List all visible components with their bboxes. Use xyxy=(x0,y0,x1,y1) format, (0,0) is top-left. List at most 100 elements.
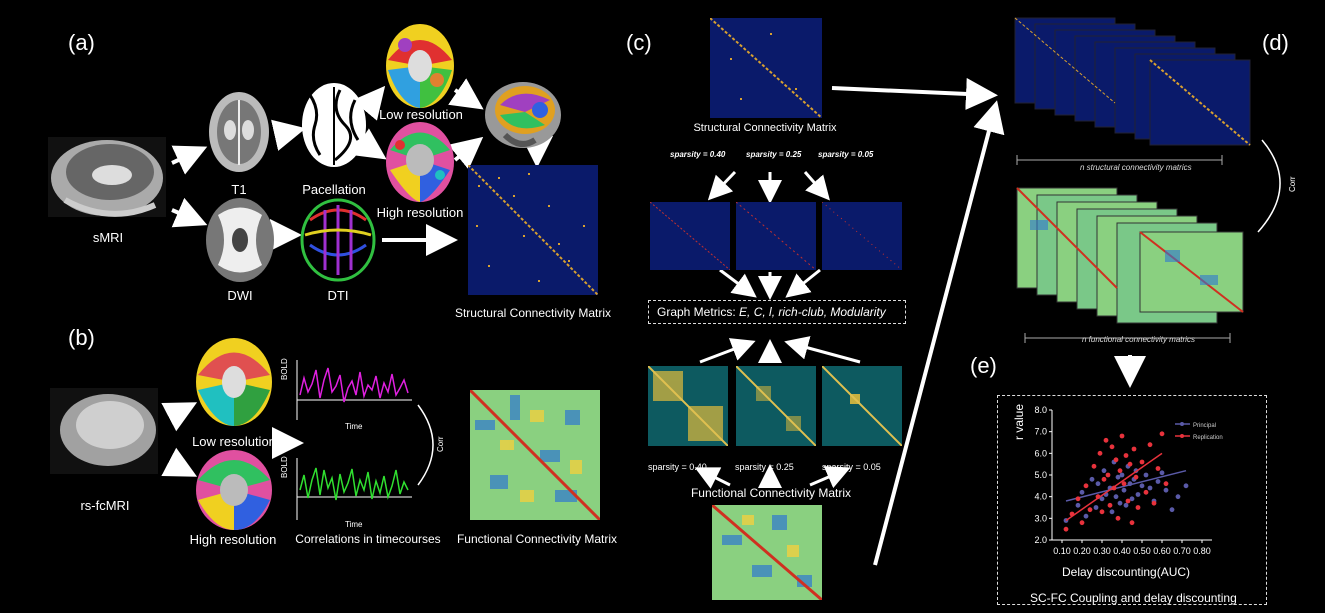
arrow-rs-low xyxy=(161,402,198,432)
arrow-parcel-low xyxy=(352,85,386,121)
scatter-point-replication xyxy=(1079,520,1085,526)
scatter-point-replication xyxy=(1119,433,1125,439)
scatter-point-principal xyxy=(1159,470,1165,476)
scatter-point-principal xyxy=(1117,500,1123,506)
dwi-label: DWI xyxy=(227,288,253,303)
panel-label-c: (c) xyxy=(626,30,652,55)
fc-matrix-b-label: Functional Connectivity Matrix xyxy=(456,532,618,546)
fc-sparse-matrix-025 xyxy=(736,366,816,446)
scatter-point-principal xyxy=(1155,479,1161,484)
scatter-point-principal xyxy=(1083,513,1089,519)
scatter-point-principal xyxy=(1113,494,1119,500)
panel-label-e: (e) xyxy=(970,353,997,378)
arrow-fc-005 xyxy=(809,466,851,489)
scatter-point-replication xyxy=(1159,431,1165,437)
bold-timecourse-1 xyxy=(296,360,412,420)
scatter-point-replication xyxy=(1063,526,1069,532)
panel-label-b: (b) xyxy=(68,325,95,350)
scatter-point-principal xyxy=(1101,468,1107,474)
panel-e-title: SC-FC Coupling and delay discounting xyxy=(1030,591,1237,605)
scatter-point-replication xyxy=(1097,450,1103,456)
trend-line-principal xyxy=(1065,469,1187,502)
high-resolution-label: High resolution xyxy=(376,205,464,220)
scatter-point-replication xyxy=(1101,476,1107,482)
stacked-fc-matrices xyxy=(1016,187,1244,324)
sc-sparse-matrix-040 xyxy=(650,202,730,270)
y-tick-label: 2.0 xyxy=(1034,535,1047,545)
time-axis-label-2: Time xyxy=(345,520,363,529)
arrow-high-sag xyxy=(448,136,484,170)
scatter-point-replication xyxy=(1075,496,1081,502)
scatter-point-principal xyxy=(1075,502,1081,508)
trend-line-replication xyxy=(1065,452,1163,522)
sagittal-parcellation-image xyxy=(485,82,561,148)
arrow-smri-t1 xyxy=(171,145,208,175)
arrow-fc-040 xyxy=(694,467,731,489)
arrow-fm1-gm xyxy=(699,338,756,364)
fc-matrix-c xyxy=(712,505,822,600)
scatter-point-principal xyxy=(1147,485,1153,491)
scatter-point-replication xyxy=(1163,481,1169,487)
scatter-point-replication xyxy=(1143,489,1149,495)
sparsity-040-sc: sparsity = 0.40 xyxy=(670,150,726,159)
dti-label: DTI xyxy=(327,288,349,303)
n-fc-matrices-label: n functional connectivity matrics xyxy=(1082,335,1195,344)
scatter-point-replication xyxy=(1109,444,1115,450)
sc-matrix-c-label: Structural Connectivity Matrix xyxy=(693,122,837,134)
rsfc-image xyxy=(50,388,158,474)
scatter-point-replication xyxy=(1135,505,1141,510)
b-high-res-image xyxy=(196,450,272,530)
high-res-parcellation-image xyxy=(386,122,454,202)
x-tick-label: 0.70 xyxy=(1173,546,1191,556)
x-axis-label: Delay discounting(AUC) xyxy=(1062,565,1191,579)
arrow-sm3-gm xyxy=(785,268,821,298)
scatter-point-principal xyxy=(1123,502,1129,508)
sparsity-005-sc: sparsity = 0.05 xyxy=(818,150,874,159)
scatter-point-replication xyxy=(1155,466,1161,471)
sparsity-005-fc: sparsity = 0.05 xyxy=(822,462,881,472)
scatter-point-principal xyxy=(1139,483,1145,489)
scatter-point-principal xyxy=(1129,496,1135,502)
scatter-point-replication xyxy=(1115,515,1121,521)
b-low-resolution-label: Low resolution xyxy=(192,434,276,449)
scatter-point-principal xyxy=(1115,474,1121,480)
scatter-point-replication xyxy=(1091,463,1097,469)
graph-metrics-items: E, C, l, rich-club, Modularity xyxy=(739,305,886,319)
scatter-point-replication xyxy=(1133,474,1139,480)
x-tick-label: 0.30 xyxy=(1093,546,1111,556)
arrow-low-sag xyxy=(448,78,484,110)
scatter-point-replication xyxy=(1083,483,1089,489)
scatter-point-principal xyxy=(1183,483,1189,489)
low-resolution-label: Low resolution xyxy=(379,107,463,122)
scatter-point-replication xyxy=(1131,446,1137,452)
scatter-point-replication xyxy=(1127,461,1133,467)
arrow-rs-high xyxy=(161,447,198,477)
legend-marker-principal xyxy=(1180,422,1184,426)
scatter-point-replication xyxy=(1105,472,1111,478)
b-high-resolution-label: High resolution xyxy=(189,532,277,547)
scatter-point-principal xyxy=(1135,492,1141,497)
scatter-point-replication xyxy=(1125,498,1131,504)
smri-label: sMRI xyxy=(92,230,124,245)
scatter-point-principal xyxy=(1079,489,1085,495)
scatter-point-replication xyxy=(1107,502,1113,508)
dti-image xyxy=(300,198,376,282)
y-tick-label: 5.0 xyxy=(1034,470,1047,480)
x-tick-label: 0.60 xyxy=(1153,546,1171,556)
bold-timecourse-2 xyxy=(296,458,412,520)
fc-matrix-b xyxy=(470,390,600,520)
arrow-fm3-gm xyxy=(784,336,861,364)
scatter-point-principal xyxy=(1121,487,1127,493)
fc-sparse-matrix-005 xyxy=(822,366,902,446)
graph-metrics-prefix: Graph Metrics: xyxy=(657,305,740,319)
scatter-point-replication xyxy=(1103,437,1109,443)
scatter-point-principal xyxy=(1163,487,1169,493)
panel-e-box xyxy=(997,395,1267,605)
panel-label-a: (a) xyxy=(68,30,95,55)
rsfc-label: rs-fcMRI xyxy=(80,498,130,513)
arrow-smri-dwi xyxy=(171,197,208,228)
dwi-image xyxy=(206,198,274,282)
